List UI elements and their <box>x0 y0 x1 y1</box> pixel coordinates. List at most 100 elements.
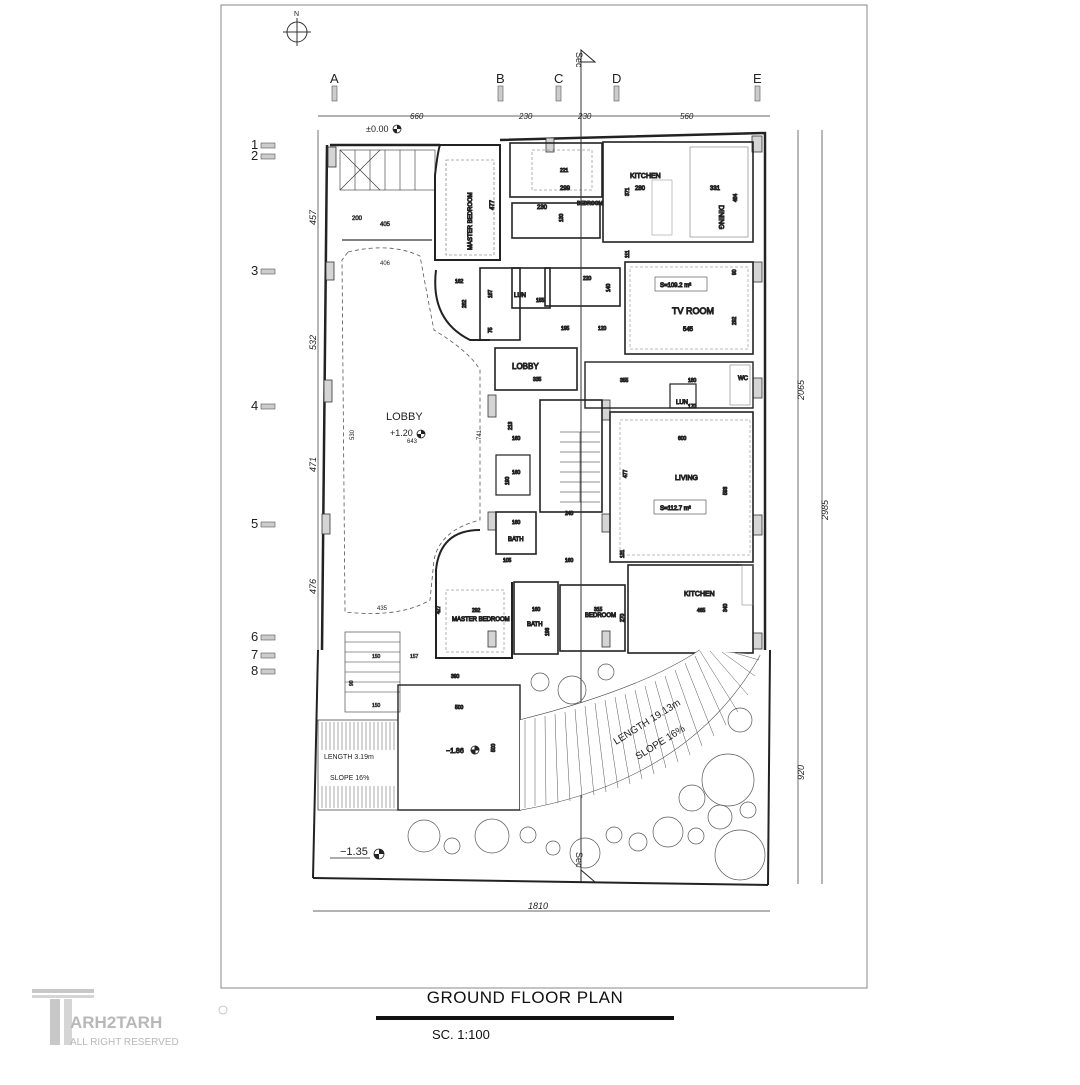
svg-text:90: 90 <box>732 269 738 275</box>
svg-text:190: 190 <box>505 476 511 485</box>
svg-text:160: 160 <box>532 607 541 613</box>
service-rooms: LUN 162 282 187 75 155 220 140 195 120 <box>455 267 621 341</box>
room-bath-mid: BATH <box>508 537 524 543</box>
bath-middle: BATH 160 <box>495 511 537 555</box>
svg-text:160: 160 <box>565 558 574 564</box>
svg-text:500: 500 <box>491 743 497 752</box>
svg-text:150: 150 <box>372 703 381 709</box>
room-tv: TV ROOM <box>672 306 714 316</box>
svg-text:292: 292 <box>732 316 738 325</box>
svg-text:200: 200 <box>352 216 363 222</box>
title-underline <box>376 1016 674 1020</box>
svg-text:477: 477 <box>490 199 496 210</box>
right-dimension-lines: 2065 920 2985 <box>796 130 830 884</box>
svg-text:160: 160 <box>512 436 521 442</box>
living-area: S=112.7 m² <box>660 506 691 512</box>
dim-left-476: 476 <box>308 579 318 594</box>
level-parking: −1.86 <box>446 748 464 755</box>
svg-text:90: 90 <box>349 680 355 686</box>
room-lun-right: LUN <box>676 400 688 406</box>
sheet-border <box>220 4 868 989</box>
dim-bottom-1810: 1810 <box>528 901 548 911</box>
entrance-level-marker: ±0.00 <box>366 124 402 134</box>
svg-text:282: 282 <box>462 299 468 308</box>
left-ramp: LENGTH 3.19m SLOPE 16% <box>317 719 399 811</box>
svg-text:593: 593 <box>723 486 729 495</box>
svg-text:196: 196 <box>545 627 551 636</box>
svg-text:MASTER BEDROOM: MASTER BEDROOM <box>452 617 510 623</box>
grid-rows: 1 2 3 4 5 6 7 8 <box>251 137 276 678</box>
svg-text:160: 160 <box>512 470 521 476</box>
svg-text:157: 157 <box>410 654 419 660</box>
room-bedroom-bottom: BEDROOM <box>585 613 616 619</box>
svg-text:299: 299 <box>560 186 571 192</box>
tv-room-area: S=109.2 m² <box>660 283 691 289</box>
grid-col-a: A <box>330 71 339 86</box>
svg-text:230: 230 <box>537 205 548 211</box>
room-bath-bottom: BATH <box>527 622 543 628</box>
landscape-trees <box>407 663 766 881</box>
kitchen-dining-top: KITCHEN DINING 280 331 484 371 111 <box>602 141 754 259</box>
curved-ramp: LENGTH 19.13m SLOPE 16% <box>519 649 761 811</box>
grid-columns: A B C D E <box>330 71 762 102</box>
dim-top-560: 560 <box>680 112 694 121</box>
svg-text:280: 280 <box>635 186 646 192</box>
svg-text:600: 600 <box>678 436 687 442</box>
svg-text:484: 484 <box>733 193 739 202</box>
svg-text:150: 150 <box>372 654 381 660</box>
svg-text:170: 170 <box>688 404 697 410</box>
brand-rights: ALL RIGHT RESERVED <box>70 1037 179 1048</box>
tv-room: S=109.2 m² TV ROOM 545 292 90 <box>624 261 754 355</box>
svg-text:545: 545 <box>683 327 694 333</box>
svg-text:160: 160 <box>512 520 521 526</box>
grid-row-1: 1 <box>251 137 258 152</box>
svg-text:75: 75 <box>488 327 494 333</box>
brand-logo-icon: ARH2TARH ALL RIGHT RESERVED <box>32 989 228 1048</box>
dim-left-471: 471 <box>308 457 318 472</box>
grid-col-b: B <box>496 71 505 86</box>
dim-top-660: 660 <box>410 112 424 121</box>
svg-text:435: 435 <box>377 606 388 612</box>
svg-text:±0.00: ±0.00 <box>366 124 388 134</box>
room-lun-top: LUN <box>514 293 526 299</box>
svg-text:187: 187 <box>488 289 494 298</box>
bottom-entrance-stair: 150 157 150 90 <box>344 631 419 713</box>
svg-text:530: 530 <box>350 429 356 440</box>
north-arrow-icon: N <box>283 11 311 46</box>
grid-row-5: 5 <box>251 516 258 531</box>
lobby-main: LOBBY +1.20 406 530 643 435 741 <box>341 247 483 614</box>
svg-text:477: 477 <box>623 469 629 478</box>
room-lobby-main: LOBBY <box>386 411 423 423</box>
room-wc: WC <box>738 376 749 382</box>
svg-text:140: 140 <box>606 283 612 292</box>
grid-row-8: 8 <box>251 663 258 678</box>
grid-row-6: 6 <box>251 629 258 644</box>
svg-text:331: 331 <box>710 186 721 192</box>
dim-right-2065: 2065 <box>796 379 806 401</box>
wc-block: WC LUN 355 180 170 <box>584 361 754 411</box>
bath-bedroom-bottom: BATH 160 196 BEDROOM 315 270 <box>513 581 627 655</box>
svg-text:221: 221 <box>560 168 569 174</box>
svg-text:213: 213 <box>508 421 514 430</box>
brand-logo: ARH2TARH ALL RIGHT RESERVED <box>30 985 230 1055</box>
north-label: N <box>294 11 299 18</box>
svg-text:315: 315 <box>594 607 603 613</box>
dim-left-457: 457 <box>308 209 318 225</box>
central-stair: 160 160 190 240 213 <box>495 399 603 518</box>
svg-text:741: 741 <box>477 429 483 440</box>
svg-text:340: 340 <box>723 603 729 612</box>
dim-right-2985: 2985 <box>820 499 830 521</box>
section-label-top: Sec <box>574 52 584 68</box>
grid-col-c: C <box>554 71 563 86</box>
svg-text:130: 130 <box>559 213 565 222</box>
svg-text:131: 131 <box>620 549 626 558</box>
grid-row-2: 2 <box>251 148 258 163</box>
grid-row-4: 4 <box>251 398 258 413</box>
master-bedroom-bottom: MASTER BEDROOM 292 427 105 160 <box>435 529 574 659</box>
level-lobby: +1.20 <box>390 428 413 438</box>
kitchen-bottom: KITCHEN 465 340 131 <box>620 549 754 654</box>
svg-text:371: 371 <box>625 187 631 196</box>
svg-text:270: 270 <box>620 613 626 622</box>
dim-left-532: 532 <box>308 335 318 350</box>
